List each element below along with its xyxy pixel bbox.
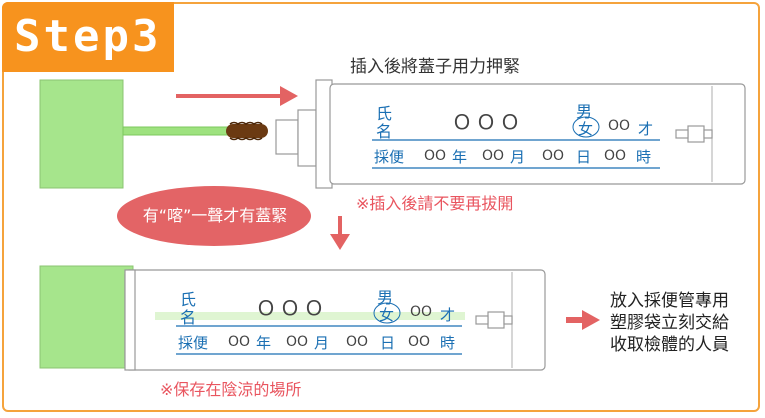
label-bottom-placeholder: ＯＯＯ bbox=[256, 296, 328, 320]
label-top-day: 日 bbox=[576, 148, 592, 166]
label-top-year-num: OO bbox=[424, 148, 447, 164]
step-badge bbox=[2, 2, 174, 72]
label-bottom-age-unit: 才 bbox=[440, 306, 456, 324]
warning-top: ※插入後請不要再拔開 bbox=[356, 194, 514, 213]
label-top-hour-num: OO bbox=[604, 148, 627, 164]
label-top-hour: 時 bbox=[636, 148, 652, 166]
outer-frame bbox=[2, 2, 760, 412]
click-note-oval bbox=[117, 186, 311, 246]
label-top-female: 女 bbox=[578, 120, 594, 138]
tube-top bbox=[275, 79, 746, 189]
label-bottom-month-num: OO bbox=[286, 334, 309, 350]
click-note-text: 有“喀”一聲才有蓋緊 bbox=[142, 206, 288, 225]
label-bottom-name-2: 名 bbox=[180, 308, 197, 327]
label-bottom-hour: 時 bbox=[440, 334, 456, 352]
label-top-year: 年 bbox=[452, 148, 468, 166]
label-bottom-date-prefix: 採便 bbox=[178, 334, 209, 352]
stick-top bbox=[122, 126, 229, 136]
label-top-age: OO bbox=[608, 118, 631, 134]
label-top-month-num: OO bbox=[482, 148, 505, 164]
label-top-name-1: 氏 bbox=[376, 104, 393, 123]
cap-block-top bbox=[39, 79, 124, 189]
sample-tip bbox=[226, 124, 268, 138]
handover-line-2: 塑膠袋立刻交給 bbox=[610, 313, 729, 333]
step-title: Step3 bbox=[14, 11, 162, 62]
label-top-day-num: OO bbox=[542, 148, 565, 164]
top-caption: 插入後將蓋子用力押緊 bbox=[350, 57, 520, 77]
label-bottom-year-num: OO bbox=[228, 334, 251, 350]
label-top-name-2: 名 bbox=[376, 122, 393, 141]
label-bottom-name-1: 氏 bbox=[180, 290, 197, 309]
label-top-age-unit: 才 bbox=[638, 120, 654, 138]
label-bottom-day: 日 bbox=[380, 334, 396, 352]
label-top-placeholder: ＯＯＯ bbox=[452, 110, 524, 134]
warning-bottom: ※保存在陰涼的場所 bbox=[160, 380, 302, 399]
label-top-date-prefix: 採便 bbox=[374, 148, 405, 166]
label-bottom-female: 女 bbox=[379, 306, 395, 324]
label-top-month: 月 bbox=[510, 148, 526, 166]
handover-line-1: 放入採便管專用 bbox=[610, 291, 729, 311]
label-bottom-age: OO bbox=[410, 304, 433, 320]
label-top-male: 男 bbox=[576, 102, 593, 121]
label-bottom-day-num: OO bbox=[346, 334, 369, 350]
handover-note: 放入採便管專用 塑膠袋立刻交給 收取檢體的人員 bbox=[610, 290, 760, 356]
handover-line-3: 收取檢體的人員 bbox=[610, 335, 729, 355]
label-bottom-hour-num: OO bbox=[408, 334, 431, 350]
cap-block-bottom bbox=[39, 265, 134, 369]
tube-bottom bbox=[124, 269, 546, 371]
label-bottom-month: 月 bbox=[314, 334, 330, 352]
label-bottom-year: 年 bbox=[256, 334, 272, 352]
label-bottom-male: 男 bbox=[377, 288, 394, 307]
